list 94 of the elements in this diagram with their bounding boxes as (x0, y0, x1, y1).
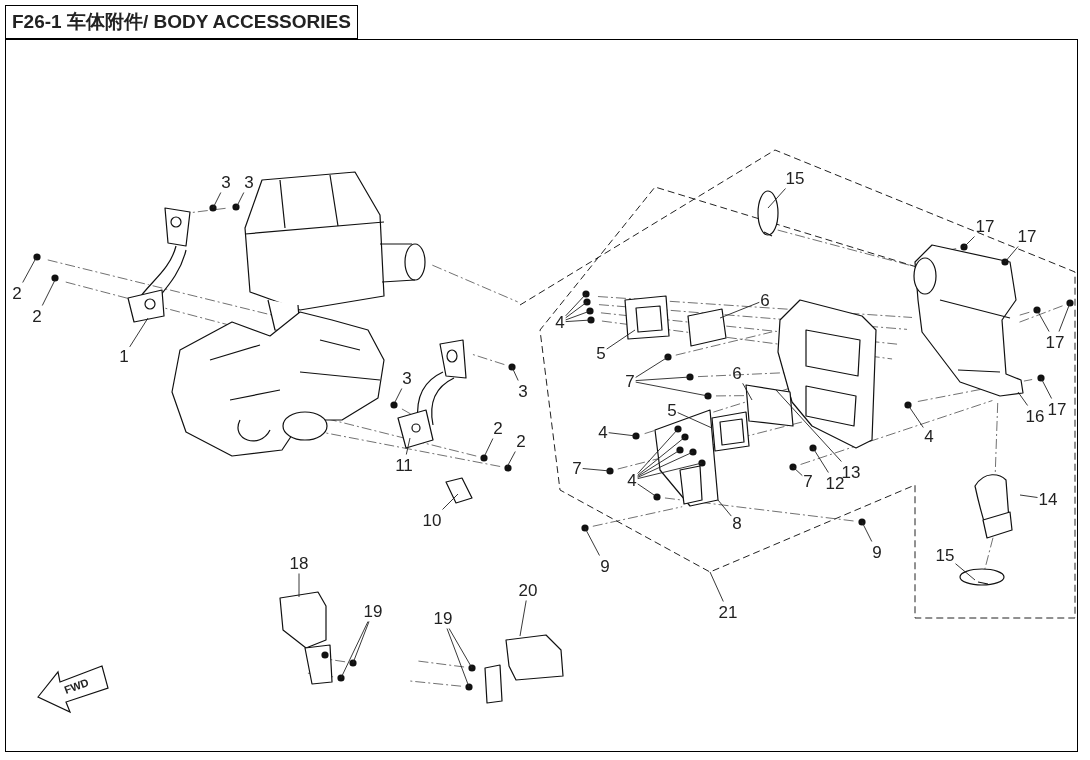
leader-line (812, 447, 829, 473)
callout-number: 2 (493, 418, 503, 438)
leader-line (767, 188, 786, 209)
callout-number: 4 (555, 312, 565, 332)
callout-number: 14 (1038, 489, 1058, 509)
leader-line (637, 451, 694, 478)
callout-number: 15 (935, 545, 955, 565)
callout-number: 19 (363, 601, 383, 621)
leader-line (1058, 302, 1071, 332)
leader-line (129, 317, 149, 348)
leader-line (340, 621, 369, 679)
leader-line (22, 257, 37, 283)
callout-number: 4 (924, 426, 934, 446)
leader-line (584, 527, 600, 556)
leader-line (635, 356, 669, 378)
leader-line (637, 436, 686, 476)
leader-line (637, 428, 679, 475)
leader-line (1040, 377, 1053, 399)
leader-line (717, 499, 732, 517)
callout-number: 3 (221, 172, 231, 192)
callout-number: 18 (289, 553, 309, 573)
leader-line (41, 279, 56, 306)
leader-line (235, 192, 245, 209)
leader-line (565, 319, 592, 323)
leader-line (635, 381, 709, 397)
callout-number: 15 (785, 168, 805, 188)
callout-number: 2 (516, 431, 526, 451)
leader-line (742, 382, 753, 401)
callout-number: 8 (732, 513, 742, 533)
leader-line (442, 493, 459, 510)
leader-line (352, 621, 370, 664)
leader-line (565, 293, 587, 317)
callout-number: 10 (422, 510, 442, 530)
callout-number: 5 (596, 343, 606, 363)
callout-number: 17 (1017, 226, 1037, 246)
leader-line (511, 366, 519, 381)
leader-line (1036, 309, 1050, 332)
leader-line (606, 329, 636, 350)
leader-line (446, 628, 470, 688)
callout-number: 3 (518, 381, 528, 401)
callout-number: 7 (572, 458, 582, 478)
callout-number: 2 (32, 306, 42, 326)
callout-number: 6 (760, 290, 770, 310)
callout-number: 6 (732, 363, 742, 383)
leader-line (506, 451, 516, 468)
leader-line (519, 600, 527, 637)
leader-line (582, 468, 611, 472)
callout-number: 21 (718, 602, 738, 622)
leader-line (484, 438, 494, 456)
callout-number: 5 (667, 400, 677, 420)
leader-line (907, 404, 924, 428)
leader-line (792, 466, 803, 477)
leader-line (1004, 246, 1019, 263)
leader-line (448, 628, 473, 669)
leader-line (298, 573, 300, 598)
callout-number: 17 (1047, 399, 1067, 419)
callout-number: 19 (433, 608, 453, 628)
callout-number: 11 (395, 455, 413, 475)
title-box: F26-1 车体附件/ BODY ACCESSORIES (5, 5, 358, 39)
callout-number: 16 (1025, 406, 1045, 426)
leader-line (635, 376, 691, 382)
callout-number: 4 (598, 422, 608, 442)
leader-line (719, 301, 760, 319)
leader-line (637, 462, 703, 480)
callout-number: 17 (975, 216, 995, 236)
callout-number: 9 (872, 542, 882, 562)
leader-line (963, 236, 975, 248)
callout-number: 20 (518, 580, 538, 600)
leader-line (608, 432, 637, 437)
callout-number: 1 (119, 346, 129, 366)
leader-line (1017, 391, 1029, 406)
leader-line (677, 412, 713, 429)
leader-line (405, 437, 411, 455)
leader-line (955, 563, 976, 581)
leader-line (565, 301, 588, 319)
leader-line (861, 521, 873, 542)
leader-line (775, 389, 842, 462)
callout-number: 9 (600, 556, 610, 576)
leader-line (565, 310, 591, 321)
leader-line (394, 388, 403, 403)
callout-number: 7 (803, 471, 813, 491)
leader-line (637, 449, 681, 477)
callout-number: 3 (244, 172, 254, 192)
direction-label: FWD (62, 677, 91, 696)
callout-number: 7 (625, 371, 635, 391)
callout-number: 2 (12, 283, 22, 303)
leader-line (709, 571, 724, 602)
callout-number: 3 (402, 368, 412, 388)
leader-line (212, 192, 222, 209)
leader-line (1019, 494, 1038, 498)
callout-number: 4 (627, 470, 637, 490)
exploded-parts-drawing (33, 149, 1076, 704)
callout-number: 17 (1045, 332, 1065, 352)
leader-line (637, 483, 658, 498)
